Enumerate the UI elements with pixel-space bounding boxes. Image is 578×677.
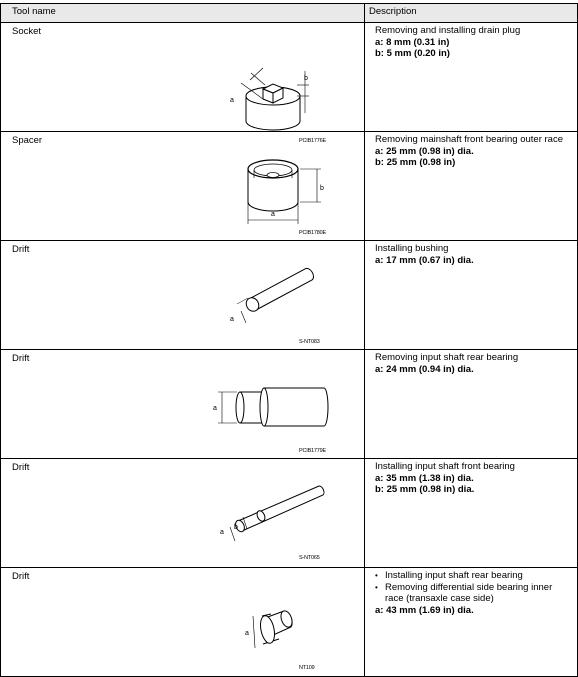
dimension-label-b: b: [304, 75, 308, 82]
spec-a: a: 35 mm (1.38 in) dia.: [375, 472, 474, 484]
table-row: Drift a PCIB1779E Removing input shaft r…: [0, 349, 578, 459]
tool-name: Drift: [12, 244, 30, 255]
spacer-illustration: a b: [247, 159, 324, 224]
description-cell: Installing input shaft front bearing a: …: [364, 458, 578, 568]
description-cell: Removing and installing drain plug a: 8 …: [364, 22, 578, 132]
description-cell: Removing input shaft rear bearing a: 24 …: [364, 349, 578, 459]
drift-illustration: a: [213, 387, 329, 427]
tool-cell: Socket a b PCIB1776E: [0, 22, 365, 144]
dimension-label-a: a: [230, 316, 234, 323]
table-header-row: Tool name Description: [0, 3, 578, 23]
table-row: Socket a b PCIB1776E Removing and instal: [0, 22, 578, 144]
tool-cell: Drift a NT109: [0, 567, 365, 677]
dimension-label-b: b: [234, 524, 238, 531]
description-purpose: Removing and installing drain plug: [375, 25, 521, 36]
figure-code: S-NT083: [299, 339, 320, 345]
tool-cell: Drift a b S-NT065: [0, 458, 365, 568]
figure-code: PCIB1780E: [299, 230, 326, 236]
tool-name: Drift: [12, 571, 30, 582]
drift-illustration: a b: [220, 485, 325, 542]
description-cell: Removing mainshaft front bearing outer r…: [364, 131, 578, 241]
spec-b: b: 25 mm (0.98 in) dia.: [375, 484, 475, 495]
description-bullet-list: Installing input shaft rear bearing Remo…: [375, 570, 573, 605]
tool-name: Spacer: [12, 135, 43, 146]
list-item: Removing differential side bearing inner…: [375, 582, 573, 605]
header-description: Description: [364, 3, 578, 23]
tool-name: Socket: [12, 26, 42, 37]
description-purpose: Installing bushing: [375, 243, 449, 254]
dimension-label-a: a: [271, 211, 275, 218]
tool-name: Drift: [12, 353, 30, 364]
list-item: Installing input shaft rear bearing: [375, 570, 573, 582]
tool-cell: Drift a PCIB1779E: [0, 349, 365, 459]
figure-code: NT109: [299, 665, 315, 671]
dimension-label-a: a: [230, 97, 234, 104]
dimension-label-a: a: [213, 405, 217, 412]
figure-code: S-NT065: [299, 555, 320, 561]
dimension-label-b: b: [320, 185, 324, 192]
spec-b: b: 25 mm (0.98 in): [375, 157, 456, 168]
table-row: Drift a NT109 Installing input shaft rea…: [0, 567, 578, 677]
tool-name: Drift: [12, 462, 30, 473]
description-purpose: Installing input shaft front bearing: [375, 461, 515, 472]
drift-illustration: a: [230, 267, 314, 324]
spec-a: a: 43 mm (1.69 in) dia.: [375, 604, 474, 616]
table-row: Drift a S-NT083 Installing bushing a: 17…: [0, 240, 578, 350]
description-cell: Installing bushing a: 17 mm (0.67 in) di…: [364, 240, 578, 350]
spec-a: a: 24 mm (0.94 in) dia.: [375, 363, 474, 375]
spec-a: a: 8 mm (0.31 in): [375, 36, 450, 48]
tool-table: Tool name Description Socket a b: [0, 3, 578, 677]
header-tool-name: Tool name: [0, 3, 365, 23]
description-purpose: Removing mainshaft front bearing outer r…: [375, 134, 563, 145]
dimension-label-a: a: [220, 529, 224, 536]
drift-illustration: a: [245, 610, 293, 649]
socket-illustration: a b: [230, 67, 309, 131]
dimension-label-a: a: [245, 630, 249, 637]
spec-a: a: 25 mm (0.98 in) dia.: [375, 145, 474, 157]
figure-code: PCIB1779E: [299, 448, 326, 454]
tool-cell: Drift a S-NT083: [0, 240, 365, 350]
table-row: Spacer a b PCIB1780E Removing mainshaft …: [0, 131, 578, 241]
tool-cell: Spacer a b PCIB1780E: [0, 131, 365, 241]
description-cell: Installing input shaft rear bearing Remo…: [364, 567, 578, 677]
spec-b: b: 5 mm (0.20 in): [375, 48, 450, 59]
spec-a: a: 17 mm (0.67 in) dia.: [375, 254, 474, 266]
description-purpose: Removing input shaft rear bearing: [375, 352, 519, 363]
table-row: Drift a b S-NT065 Installing input shaft…: [0, 458, 578, 568]
